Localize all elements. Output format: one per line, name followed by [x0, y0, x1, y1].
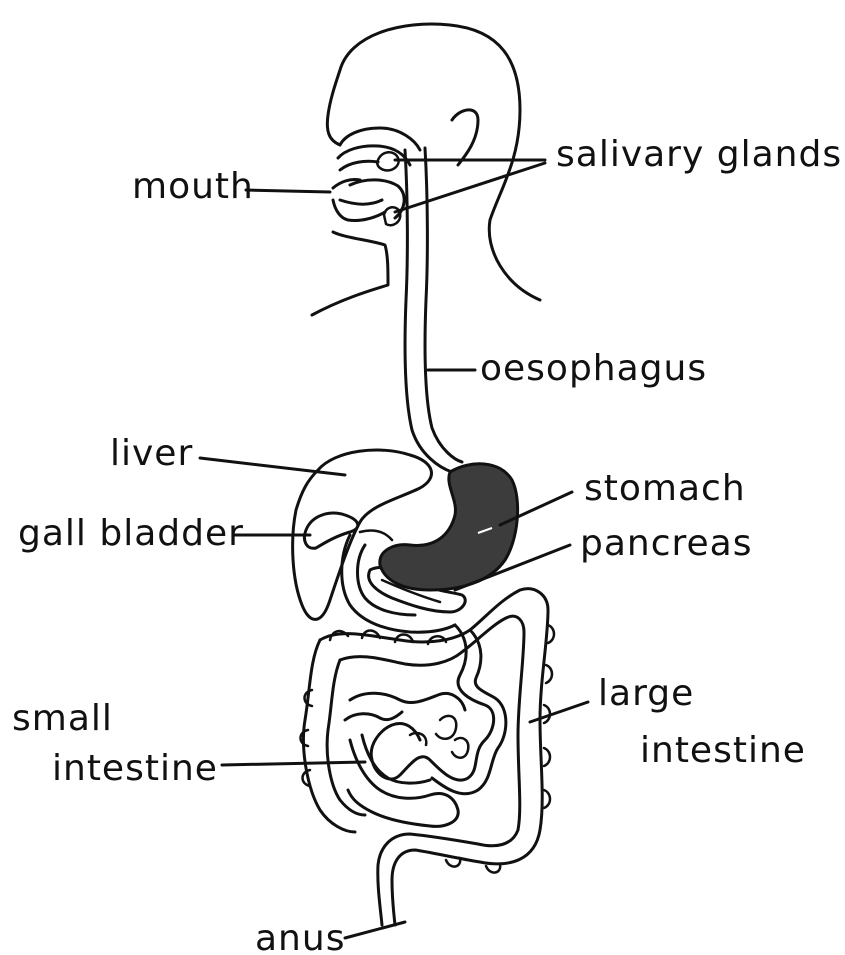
small-intestine-organ: [345, 625, 506, 826]
anus-leader: [345, 922, 405, 938]
label-stomach: stomach: [584, 468, 746, 509]
small-intestine-leader: [222, 762, 365, 765]
mouth-leader: [246, 190, 330, 192]
label-mouth: mouth: [132, 166, 254, 207]
label-large-intestine-line1: large: [598, 673, 694, 714]
label-oesophagus: oesophagus: [480, 348, 707, 389]
label-gall-bladder: gall bladder: [18, 513, 244, 554]
label-pancreas: pancreas: [580, 523, 753, 564]
label-small-intestine-line1: small: [12, 698, 113, 739]
label-anus: anus: [255, 918, 345, 955]
label-salivary-glands: salivary glands: [556, 134, 842, 175]
oesophagus-tube: [405, 148, 462, 472]
label-small-intestine-line2: intestine: [52, 748, 218, 789]
label-large-intestine-line2: intestine: [640, 730, 806, 771]
label-liver: liver: [110, 433, 193, 474]
salivary-leader-lower: [395, 163, 545, 212]
